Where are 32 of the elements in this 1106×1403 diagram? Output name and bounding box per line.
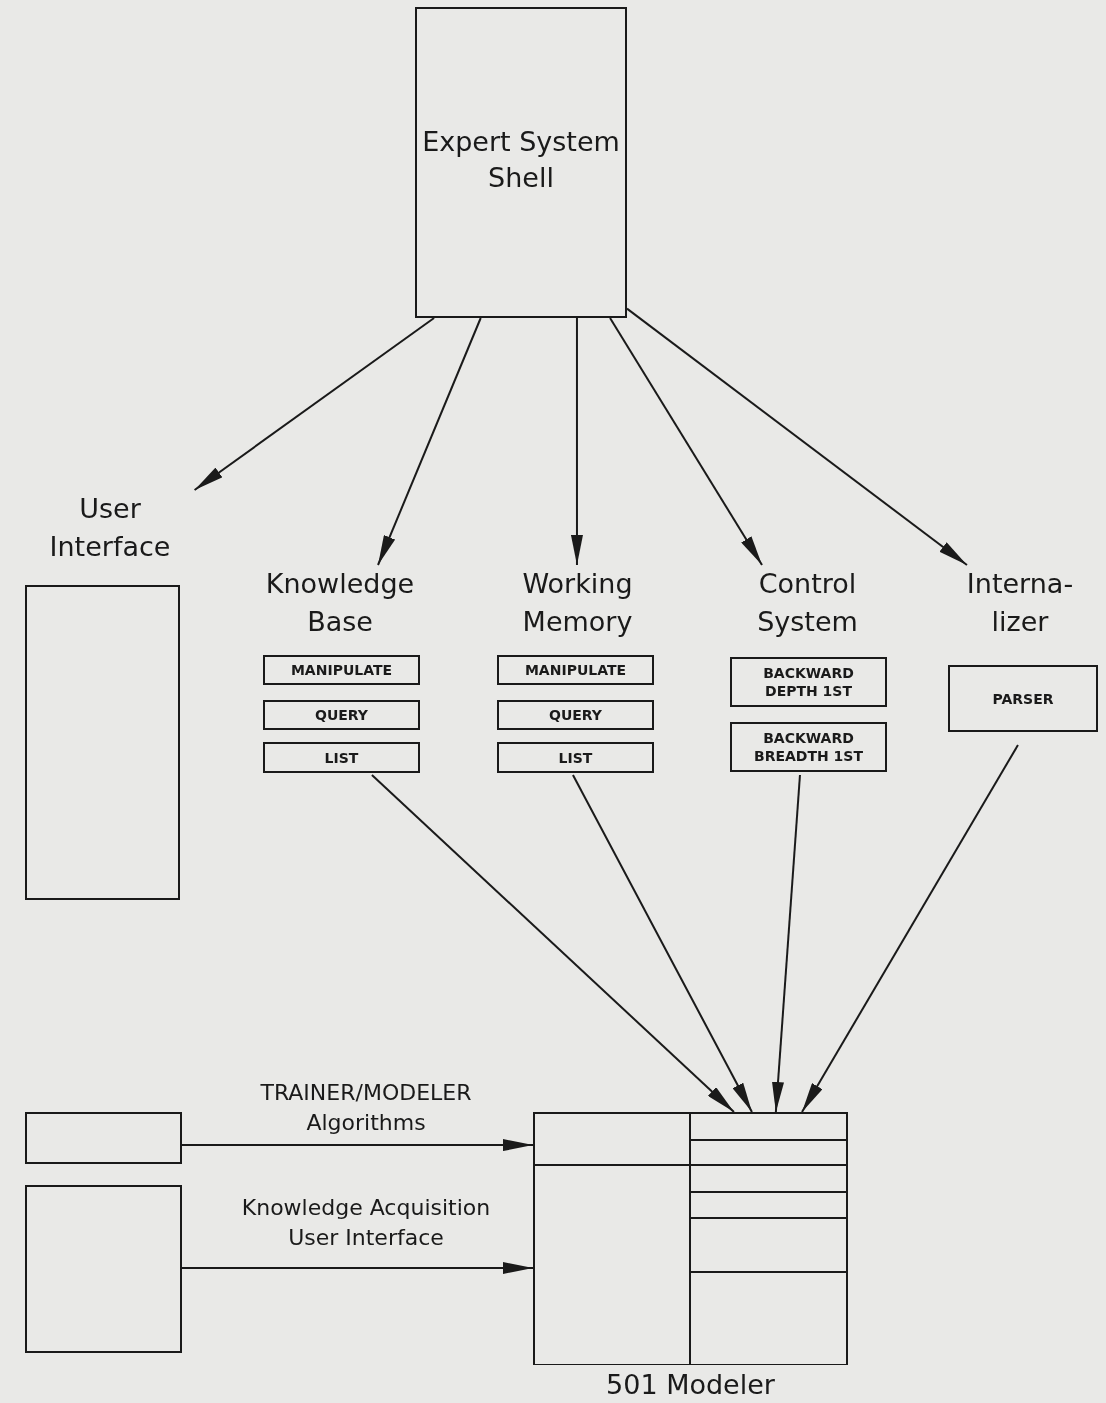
arrow: [801, 744, 1019, 1113]
arrow: [193, 317, 436, 491]
function-box: PARSER: [948, 665, 1098, 732]
edge-label: TRAINER/MODELER Algorithms: [259, 1079, 473, 1137]
function-box: BACKWARD BREADTH 1ST: [730, 722, 887, 772]
arrow: [181, 1139, 534, 1152]
empty-box: [25, 585, 180, 900]
component-heading: Control System: [756, 567, 859, 639]
arrow: [571, 774, 753, 1113]
edge-label: Knowledge Acquisition User Interface: [240, 1194, 492, 1252]
modeler-title: 501 Modeler: [606, 1368, 775, 1402]
component-heading: User Interface: [48, 492, 172, 564]
function-box: QUERY: [263, 700, 420, 730]
function-box: BACKWARD DEPTH 1ST: [730, 657, 887, 707]
function-box: LIST: [263, 742, 420, 773]
arrow: [370, 774, 735, 1113]
arrow: [181, 1262, 534, 1274]
empty-box: [25, 1185, 182, 1353]
function-box: LIST: [497, 742, 654, 773]
component-heading: Knowledge Base: [264, 567, 416, 639]
empty-box: [25, 1112, 182, 1164]
function-box: MANIPULATE: [497, 655, 654, 685]
function-box: QUERY: [497, 700, 654, 730]
component-heading: Interna-lizer: [965, 567, 1075, 639]
arrow: [626, 307, 968, 566]
arrow: [609, 317, 763, 566]
arrow: [570, 317, 583, 566]
component-heading: Working Memory: [521, 567, 634, 639]
system-box: Expert System Shell: [415, 7, 627, 318]
arrow: [772, 774, 801, 1113]
function-box: MANIPULATE: [263, 655, 420, 685]
arrow: [377, 317, 482, 566]
